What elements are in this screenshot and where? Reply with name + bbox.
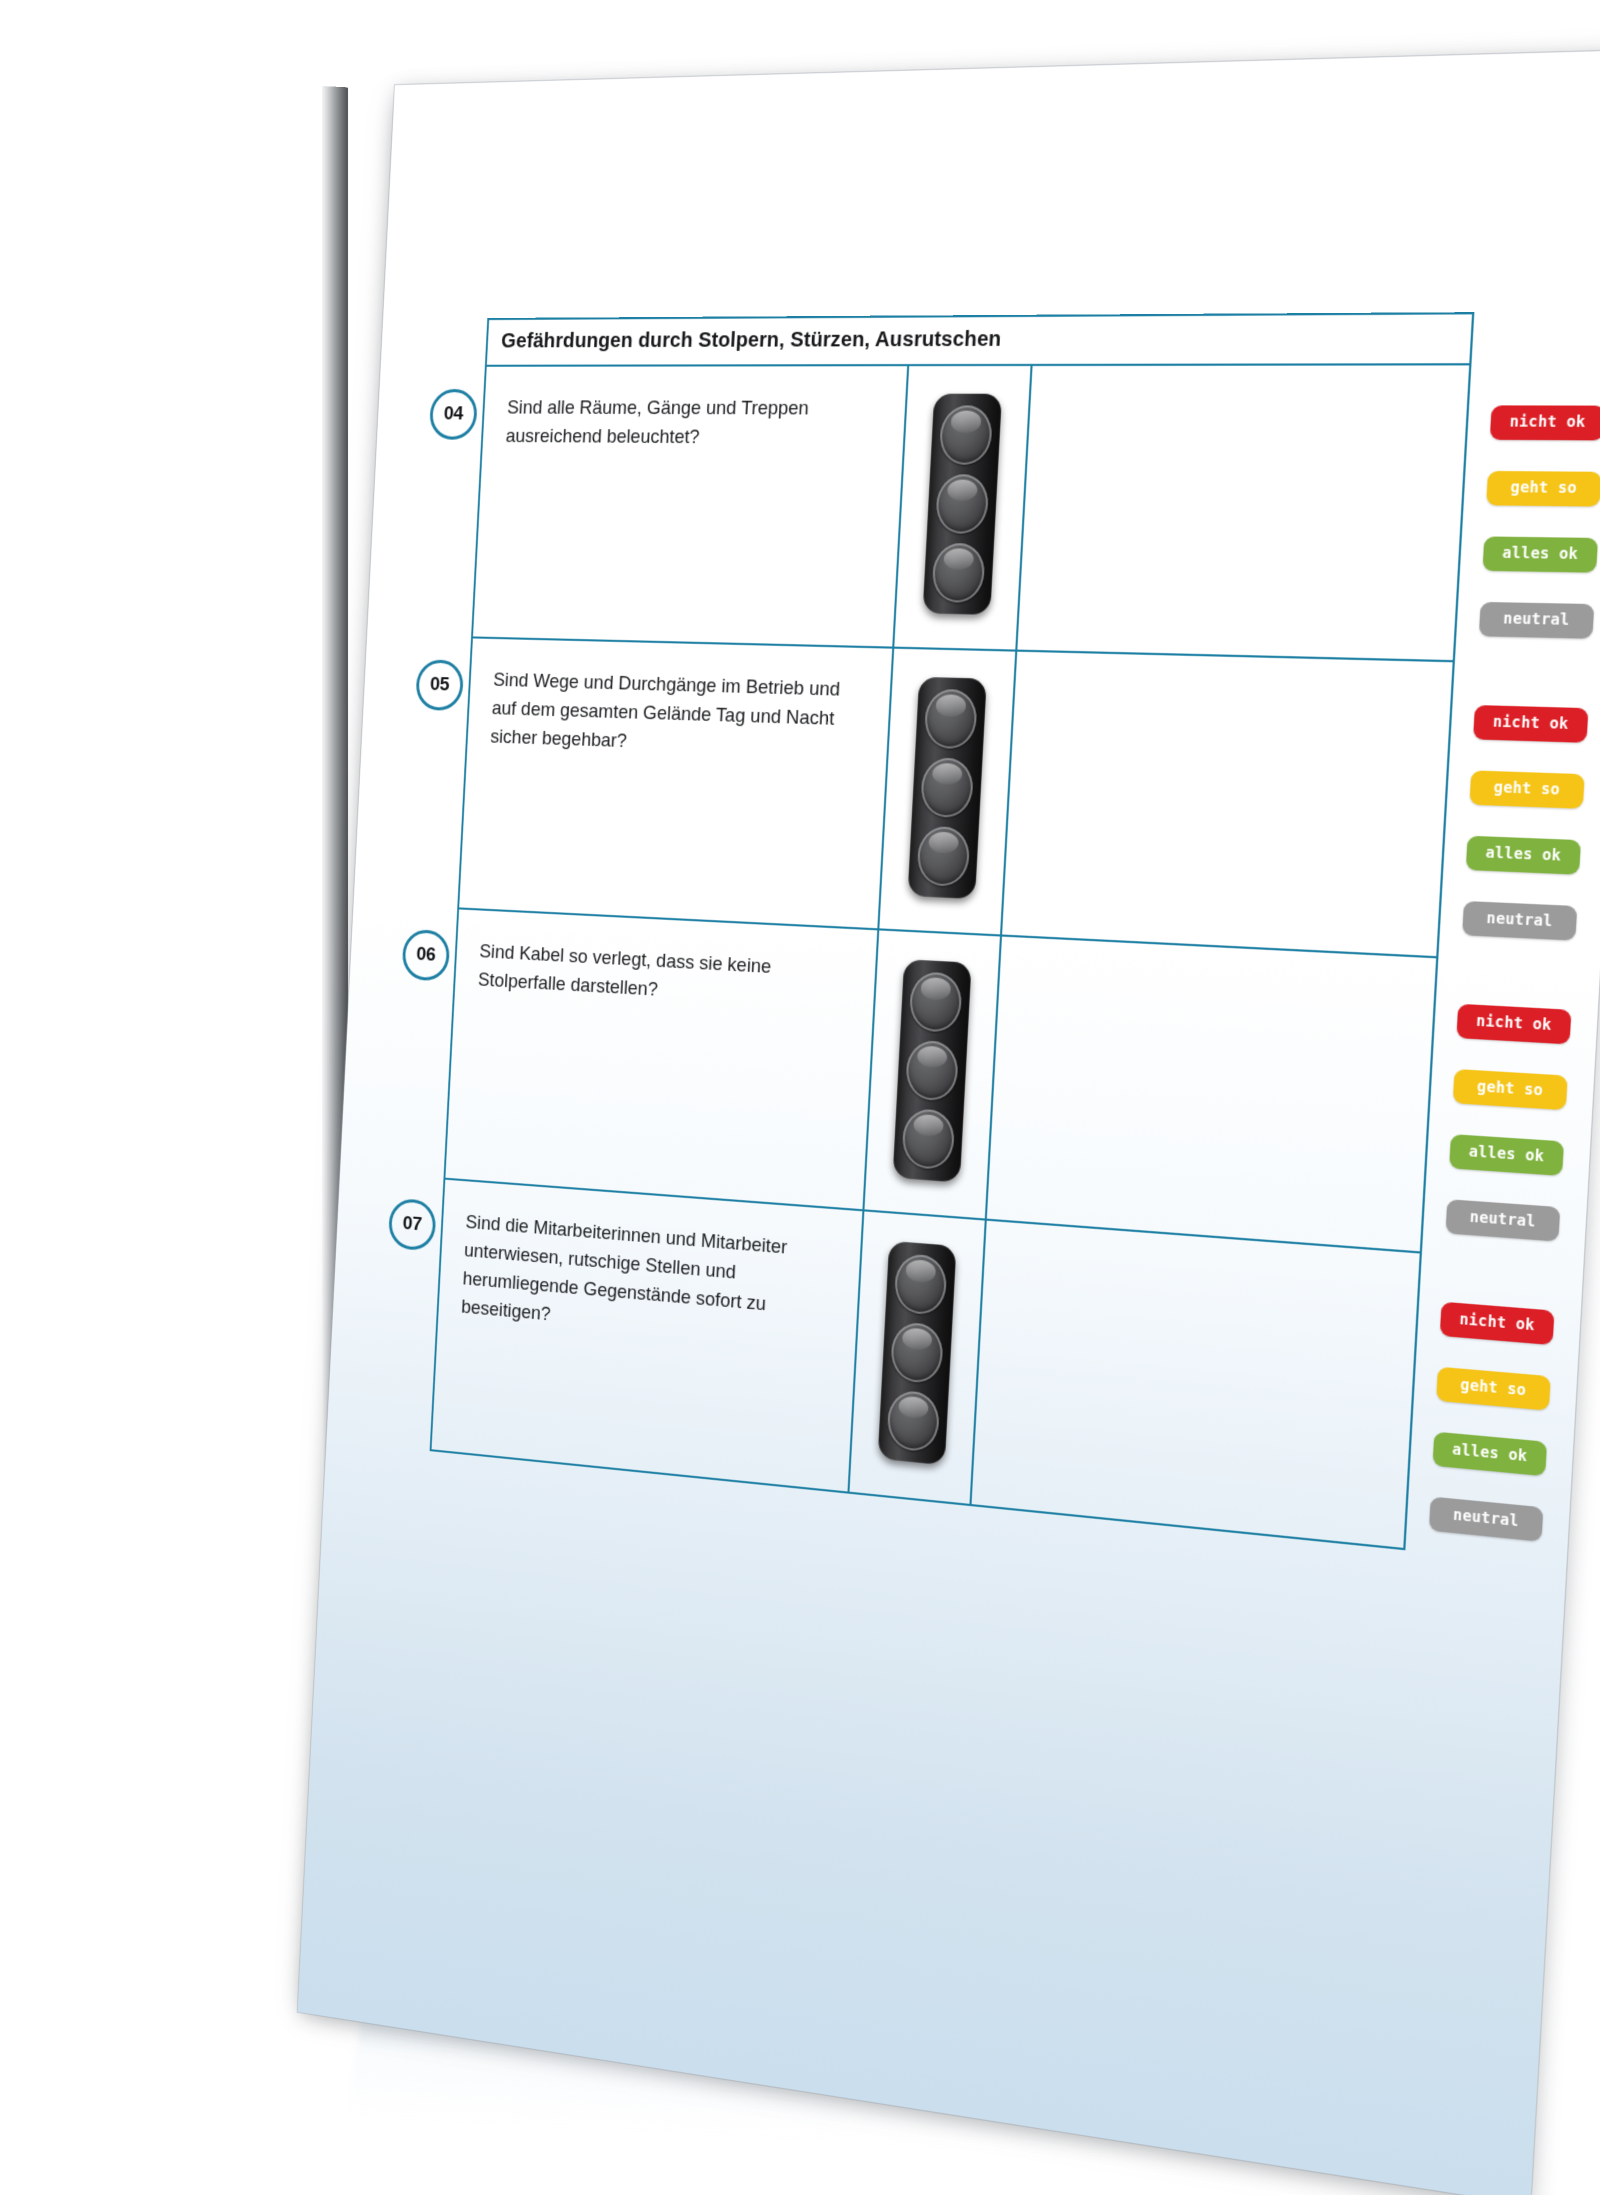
row-number-badge: 04 <box>428 389 479 440</box>
rating-tag-geht-so[interactable]: geht so <box>1436 1366 1551 1411</box>
notes-cell[interactable] <box>987 937 1436 1252</box>
traffic-light-lamp-red[interactable] <box>908 971 963 1034</box>
notes-cell[interactable] <box>1002 652 1453 956</box>
document-content: Gefährdungen durch Stolpern, Stürzen, Au… <box>298 50 1600 2195</box>
rating-cell[interactable] <box>879 648 1018 935</box>
rating-tag-nicht-ok[interactable]: nicht ok <box>1456 1003 1572 1045</box>
rating-tag-alles-ok[interactable]: alles ok <box>1482 536 1599 573</box>
rating-cell[interactable] <box>894 366 1033 650</box>
rating-tag-nicht-ok[interactable]: nicht ok <box>1489 405 1600 441</box>
notes-cell[interactable] <box>1017 365 1469 660</box>
traffic-light-lamp-yellow[interactable] <box>934 474 990 535</box>
question-text: Sind die Mitarbeiterinnen und Mitarbeite… <box>431 1179 865 1492</box>
document-stage: Gefährdungen durch Stolpern, Stürzen, Au… <box>0 0 1600 2100</box>
traffic-light-lamp-green[interactable] <box>886 1388 941 1453</box>
traffic-light-lamp-yellow[interactable] <box>904 1039 960 1102</box>
row-number-badge: 05 <box>415 659 465 712</box>
rating-tag-alles-ok[interactable]: alles ok <box>1449 1134 1565 1176</box>
rating-tag-neutral[interactable]: neutral <box>1462 900 1578 941</box>
traffic-light-lamp-green[interactable] <box>916 825 971 887</box>
row-number-badge: 06 <box>401 928 451 982</box>
traffic-light-lamp-yellow[interactable] <box>919 757 975 819</box>
rating-tag-alles-ok[interactable]: alles ok <box>1465 835 1582 875</box>
traffic-light-icon[interactable] <box>892 959 972 1183</box>
row-number-badge: 07 <box>387 1197 437 1252</box>
rating-tag-group-07: nicht ok geht so alles ok neutral <box>1428 1301 1555 1542</box>
traffic-light-lamp-red[interactable] <box>923 688 978 750</box>
rating-tag-geht-so[interactable]: geht so <box>1469 770 1585 809</box>
rating-tag-neutral[interactable]: neutral <box>1445 1199 1561 1242</box>
rating-tag-neutral[interactable]: neutral <box>1428 1496 1544 1542</box>
rating-cell[interactable] <box>849 1211 987 1505</box>
traffic-light-icon[interactable] <box>922 393 1003 615</box>
question-text: Sind alle Räume, Gänge und Treppen ausre… <box>472 366 910 647</box>
notes-cell[interactable] <box>972 1221 1420 1548</box>
question-text: Sind Wege und Durchgänge im Betrieb und … <box>459 638 895 929</box>
traffic-light-lamp-green[interactable] <box>901 1107 956 1171</box>
document-sheet: Gefährdungen durch Stolpern, Stürzen, Au… <box>297 49 1600 2195</box>
rating-cell[interactable] <box>864 930 1002 1219</box>
rating-tag-neutral[interactable]: neutral <box>1478 601 1595 639</box>
traffic-light-lamp-yellow[interactable] <box>889 1321 945 1385</box>
rating-tag-geht-so[interactable]: geht so <box>1486 470 1600 507</box>
section-title: Gefährdungen durch Stolpern, Stürzen, Au… <box>486 314 1472 367</box>
rating-tag-group-06: nicht ok geht so alles ok neutral <box>1445 1003 1572 1242</box>
rating-tag-group-04: nicht ok geht so alles ok neutral <box>1478 405 1600 639</box>
traffic-light-lamp-red[interactable] <box>893 1253 948 1317</box>
rating-tag-nicht-ok[interactable]: nicht ok <box>1439 1301 1555 1346</box>
question-text: Sind Kabel so verlegt, dass sie keine St… <box>445 909 880 1210</box>
table-row: 04 Sind alle Räume, Gänge und Treppen au… <box>428 365 1470 663</box>
rating-tag-alles-ok[interactable]: alles ok <box>1432 1431 1548 1477</box>
traffic-light-lamp-red[interactable] <box>938 405 994 466</box>
rating-tag-nicht-ok[interactable]: nicht ok <box>1473 705 1589 743</box>
traffic-light-icon[interactable] <box>877 1240 957 1466</box>
table-row: 05 Sind Wege und Durchgänge im Betrieb u… <box>415 638 1453 959</box>
traffic-light-lamp-green[interactable] <box>931 542 986 603</box>
rating-tag-group-05: nicht ok geht so alles ok neutral <box>1462 705 1589 941</box>
checklist-table: Gefährdungen durch Stolpern, Stürzen, Au… <box>387 312 1475 1551</box>
traffic-light-icon[interactable] <box>907 676 987 900</box>
rating-tag-geht-so[interactable]: geht so <box>1452 1068 1568 1111</box>
